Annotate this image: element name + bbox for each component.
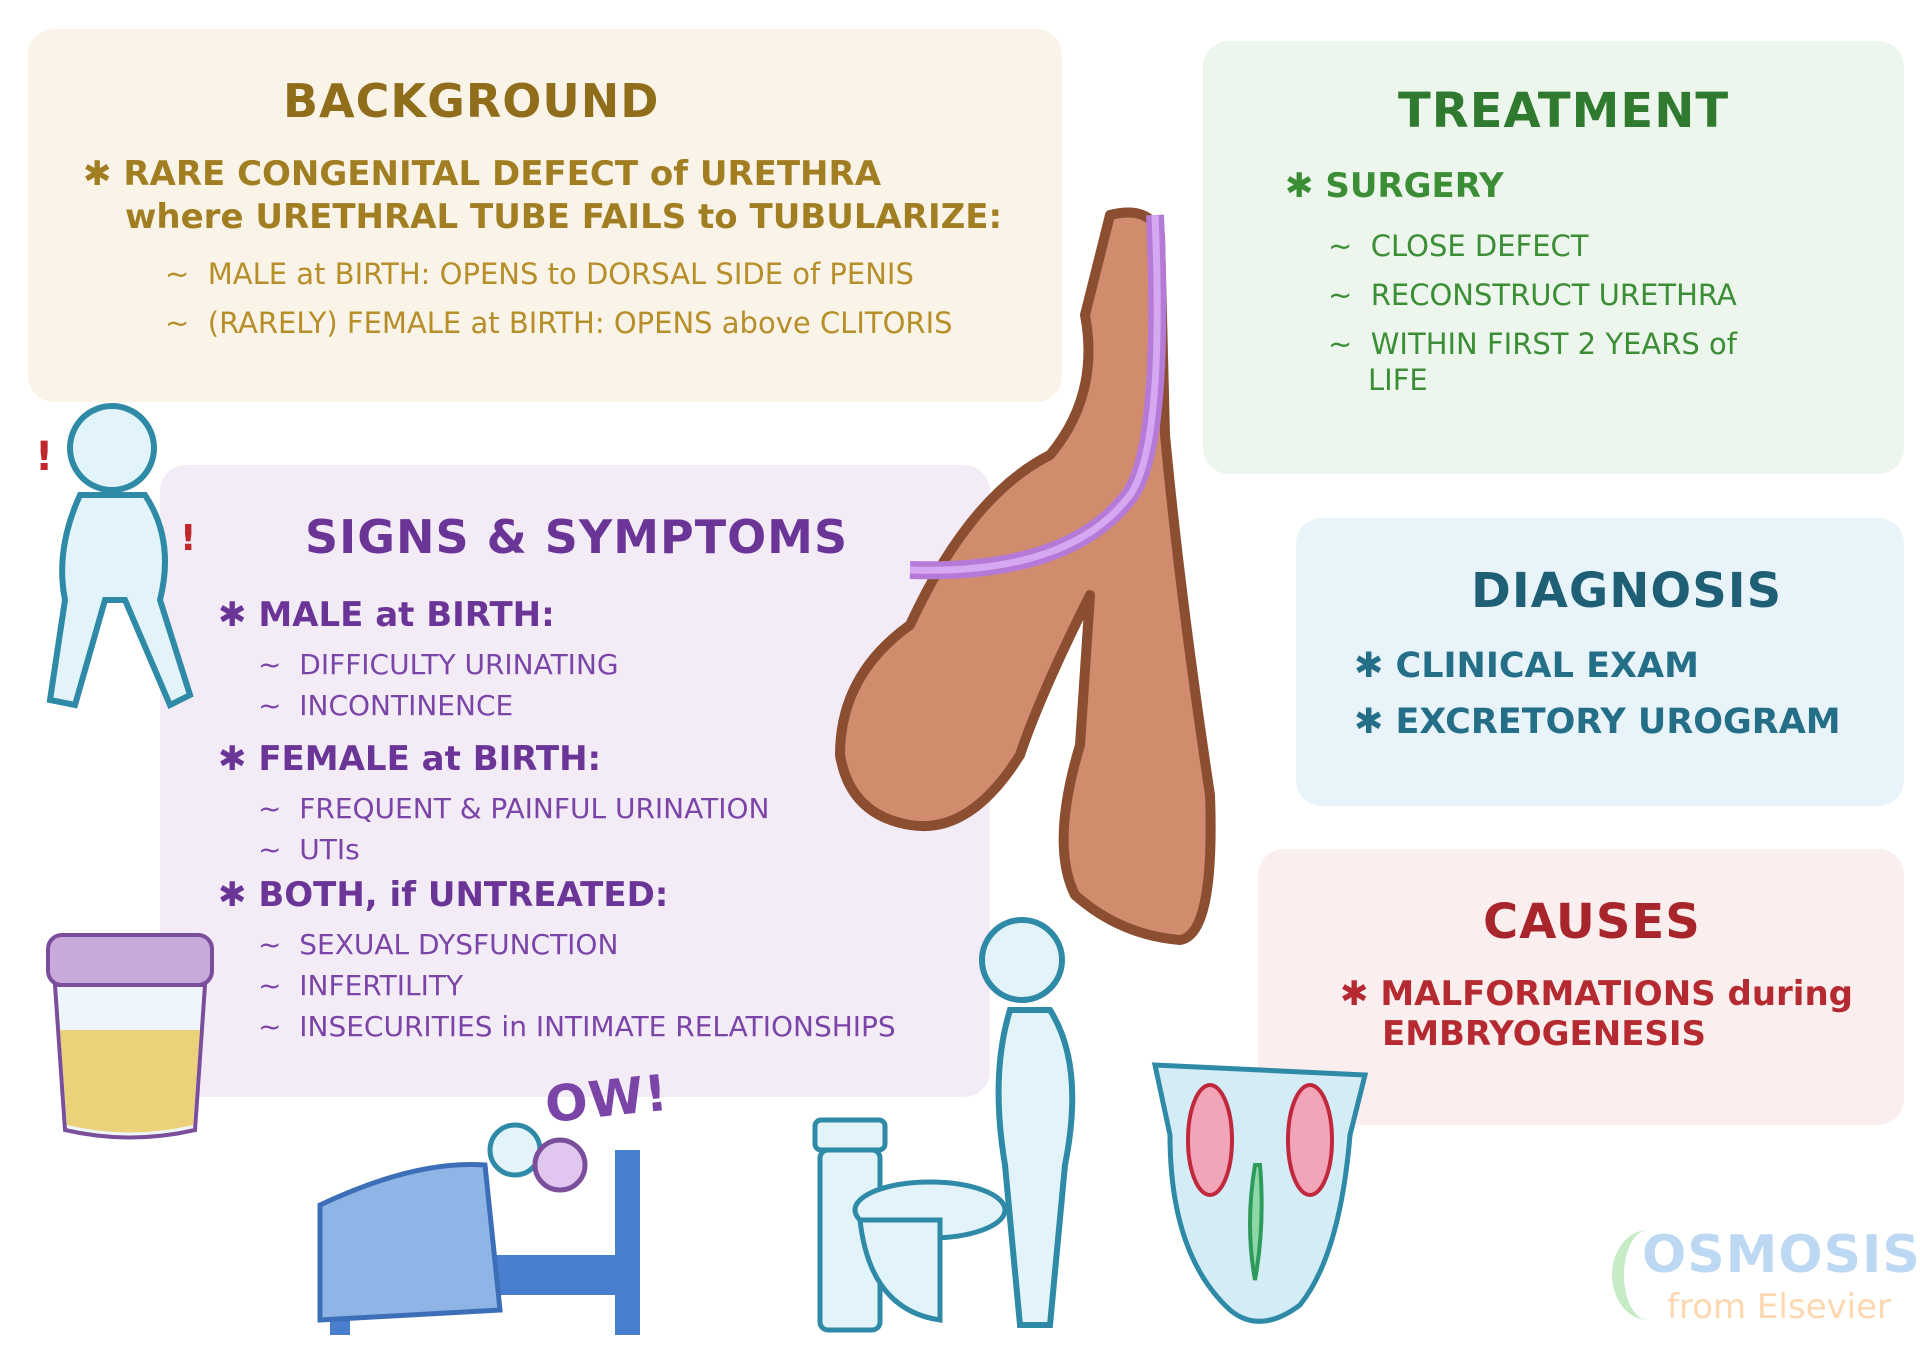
diagnosis-item: ✱ CLINICAL EXAM <box>1354 646 1699 686</box>
background-sub: ~ MALE at BIRTH: OPENS to DORSAL SIDE of… <box>165 257 914 291</box>
standing-person-icon <box>979 917 1076 1328</box>
treatment-sub: ~ RECONSTRUCT URETHRA <box>1328 278 1737 312</box>
background-bullet-cont: where URETHRAL TUBE FAILS to TUBULARIZE: <box>125 197 1003 237</box>
svg-text:!: ! <box>35 434 53 480</box>
treatment-sub: ~ WITHIN FIRST 2 YEARS of <box>1328 327 1737 361</box>
logo-name: OSMOSIS <box>1642 1225 1920 1285</box>
background-card: BACKGROUND ✱ RARE CONGENITAL DEFECT of U… <box>28 29 1062 402</box>
treatment-sub: LIFE <box>1368 363 1428 397</box>
osmosis-logo: OSMOSIS from Elsevier <box>1612 1205 1920 1330</box>
causes-title: CAUSES <box>1483 894 1701 950</box>
toilet-icon <box>812 1117 1008 1333</box>
signs-item: ~ UTIs <box>258 833 360 866</box>
diagnosis-card: DIAGNOSIS ✱ CLINICAL EXAM ✱ EXCRETORY UR… <box>1296 518 1904 806</box>
treatment-sub: ~ CLOSE DEFECT <box>1328 229 1589 263</box>
signs-group: ✱ MALE at BIRTH: <box>218 595 555 635</box>
background-sub: ~ (RARELY) FEMALE at BIRTH: OPENS above … <box>165 306 953 340</box>
signs-item: ~ INFERTILITY <box>258 969 464 1002</box>
diagnosis-item: ✱ EXCRETORY UROGRAM <box>1354 702 1841 742</box>
svg-text:!: ! <box>180 518 196 559</box>
logo-sub: from Elsevier <box>1667 1287 1891 1327</box>
causes-bullet: ✱ MALFORMATIONS during <box>1340 974 1853 1014</box>
pelvis-illustration <box>1151 1062 1369 1324</box>
bed-couple-icon <box>317 1122 640 1335</box>
signs-item: ~ INCONTINENCE <box>258 689 514 722</box>
signs-group: ✱ FEMALE at BIRTH: <box>218 739 602 779</box>
signs-item: ~ INSECURITIES in INTIMATE RELATIONSHIPS <box>258 1010 896 1043</box>
diagnosis-title: DIAGNOSIS <box>1471 563 1783 619</box>
treatment-bullet: ✱ SURGERY <box>1285 166 1504 206</box>
treatment-card: TREATMENT ✱ SURGERY ~ CLOSE DEFECT ~ REC… <box>1203 41 1904 474</box>
urine-cup-icon <box>46 933 214 1140</box>
penis-illustration <box>835 207 1216 945</box>
signs-item: ~ SEXUAL DYSFUNCTION <box>258 928 619 961</box>
signs-group: ✱ BOTH, if UNTREATED: <box>218 875 669 915</box>
signs-title: SIGNS & SYMPTOMS <box>305 510 849 564</box>
signs-item: ~ FREQUENT & PAINFUL URINATION <box>258 792 770 825</box>
person-pain-icon: ! ! <box>35 403 196 710</box>
treatment-title: TREATMENT <box>1398 83 1730 139</box>
signs-item: ~ DIFFICULTY URINATING <box>258 648 619 681</box>
background-title: BACKGROUND <box>283 74 660 128</box>
background-bullet: ✱ RARE CONGENITAL DEFECT of URETHRA <box>83 154 882 194</box>
causes-bullet-cont: EMBRYOGENESIS <box>1382 1014 1707 1054</box>
